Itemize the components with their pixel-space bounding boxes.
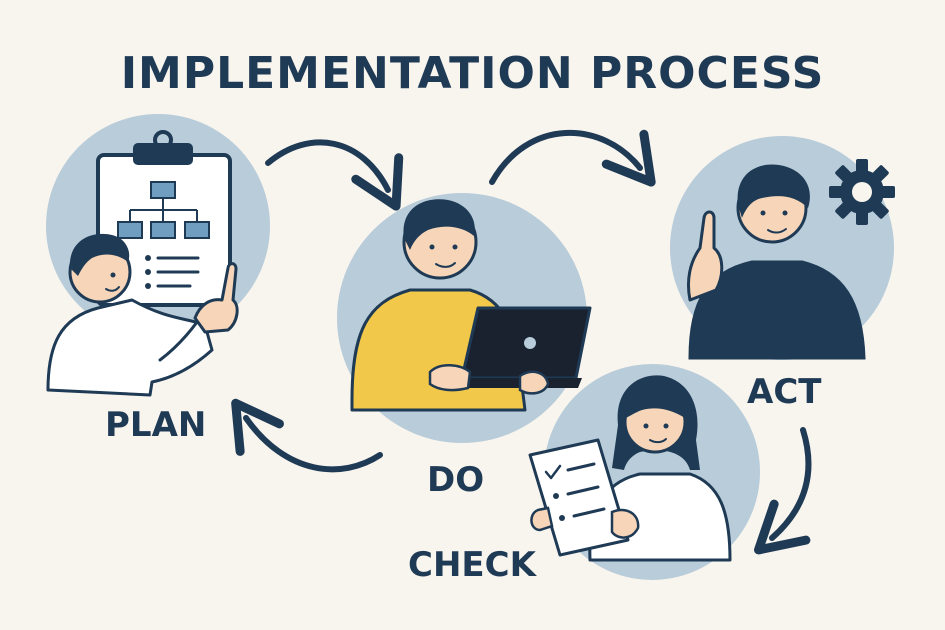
arrow-do-to-plan [231,398,383,473]
checklist-icon [528,438,640,557]
act-person [686,164,866,360]
plan-illustration [46,114,270,397]
act-illustration [670,136,895,360]
do-illustration [337,193,592,443]
step-label-plan: PLAN [105,405,207,445]
laptop-icon [428,306,592,395]
diagram-title: IMPLEMENTATION PROCESS [120,48,825,99]
arrow-do-to-act [489,129,656,187]
step-label-do: DO [427,460,485,500]
arrow-act-to-check [754,427,812,555]
gear-icon [829,159,895,225]
plan-person [46,233,239,397]
arrow-plan-to-do [265,139,404,211]
step-label-check: CHECK [408,545,536,585]
step-label-act: ACT [747,372,822,412]
cycle-arrow-icon [231,129,812,555]
check-illustration [528,364,760,580]
